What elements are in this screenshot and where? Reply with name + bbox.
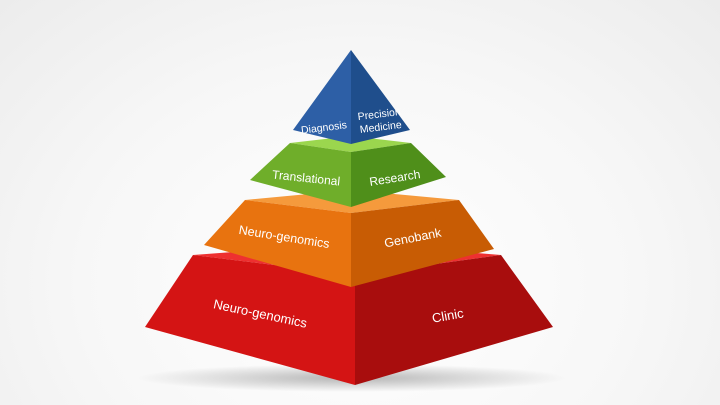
tier-precision-medicine: Diagnosis PrecisionMedicine (293, 50, 410, 144)
tier-neuro-genomics-clinic-left-face (145, 255, 355, 385)
tier-precision-medicine-right-face (351, 50, 410, 144)
tier-neuro-genomics-clinic-right-label-line: Clinic (431, 306, 465, 326)
tier-precision-medicine-left-label: Diagnosis (300, 119, 347, 137)
tier-translational-research-right-face (351, 143, 446, 207)
tier-neuro-genomics-genobank-left-face (204, 200, 351, 287)
tier-precision-medicine-right-label-line: Medicine (359, 119, 402, 136)
tier-translational-research-left-face (250, 143, 351, 207)
tier-neuro-genomics-clinic-right-face (355, 255, 553, 385)
tier-precision-medicine-left-face (293, 50, 351, 144)
tier-precision-medicine-right-label-line: Precision (357, 106, 401, 123)
tier-precision-medicine-left-label-line: Diagnosis (300, 119, 347, 137)
tier-translational-research-top-face (290, 136, 411, 152)
tier-neuro-genomics-clinic-right-label: Clinic (431, 306, 465, 326)
tier-neuro-genomics-genobank-right-face (351, 200, 494, 287)
tier-precision-medicine-right-label: PrecisionMedicine (357, 106, 403, 136)
